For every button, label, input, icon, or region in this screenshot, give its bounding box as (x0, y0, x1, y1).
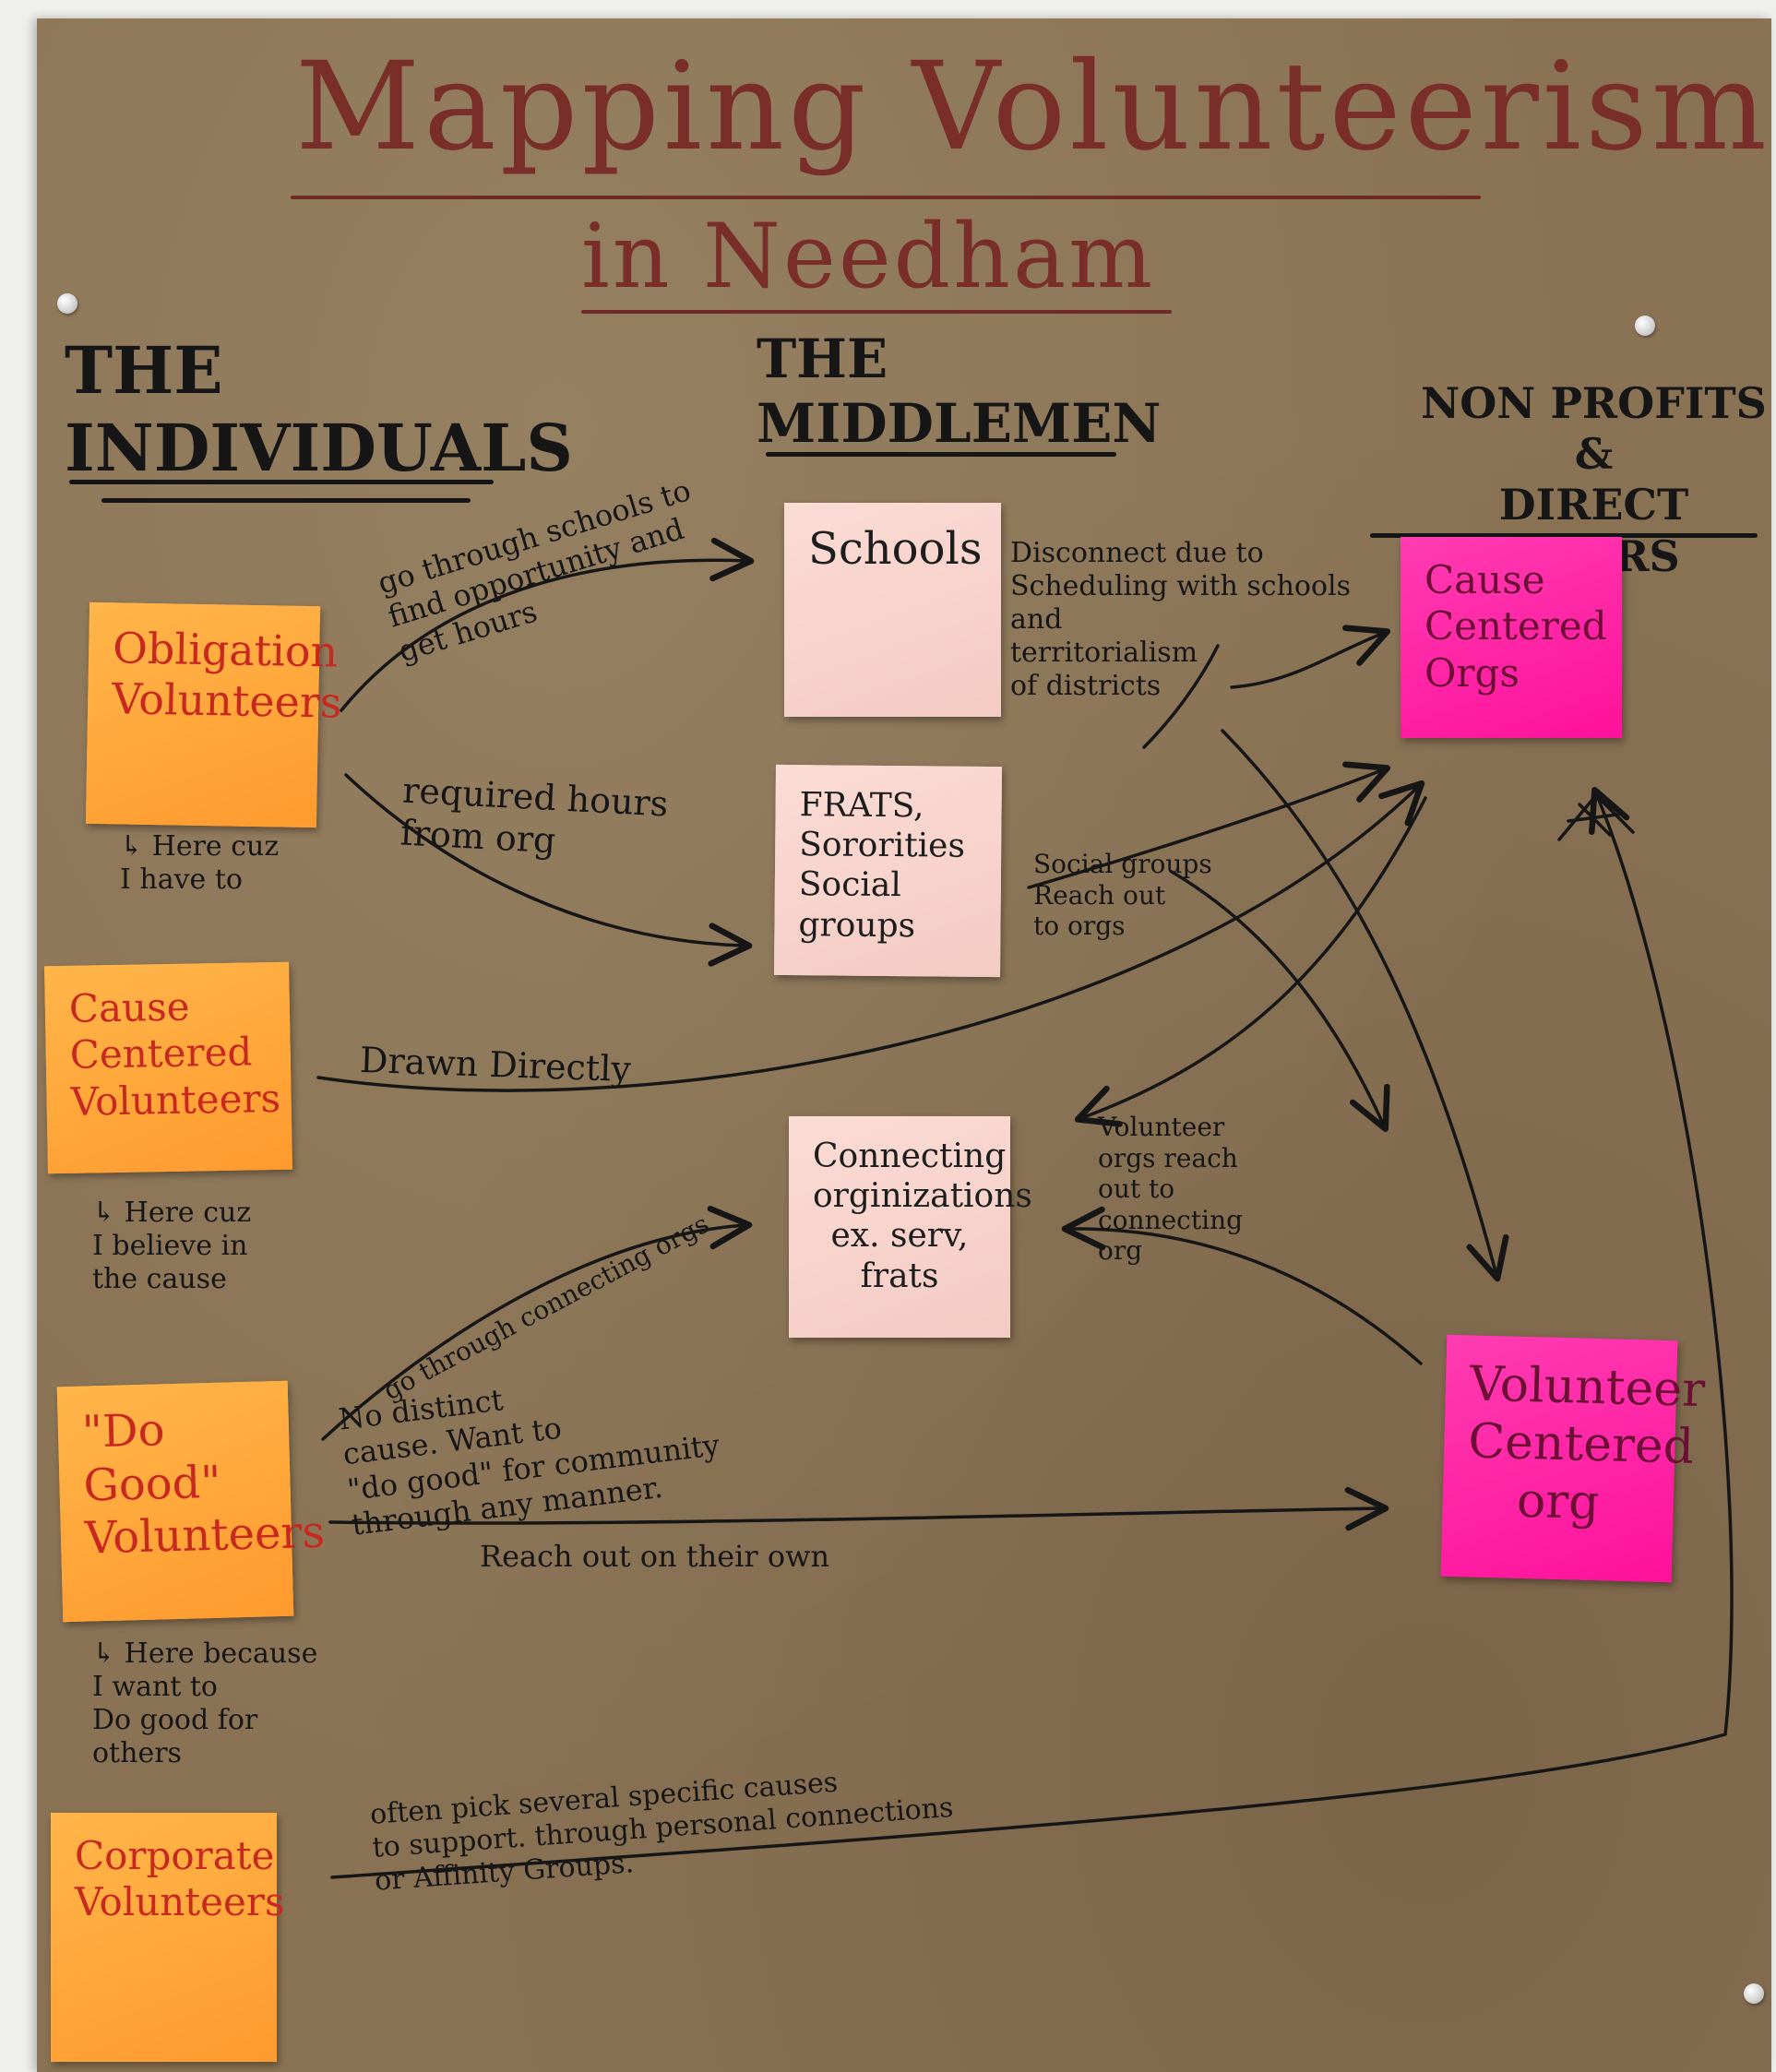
nonprofits-underline (1370, 533, 1758, 538)
poster-paper (37, 18, 1771, 2072)
title-underline-2 (581, 310, 1172, 314)
middlemen-underline (766, 452, 1116, 457)
note-cause-centered-orgs: Cause Centered Orgs (1401, 537, 1622, 738)
arrow-schools-disconnect-to-cause-orgs (1230, 625, 1391, 689)
arrow-schools-to-volunteer-org (1221, 729, 1509, 1282)
column-heading-middlemen: THE MIDDLEMEN (757, 327, 1162, 455)
annotation-obligation-reason: ↳ Here cuz I have to (120, 830, 280, 896)
arrow-obligation-to-frats (344, 773, 753, 967)
arrow-obligation-to-schools (340, 537, 755, 712)
individuals-underline (69, 480, 494, 484)
note-corporate-volunteers: Corporate Volunteers (51, 1813, 285, 2062)
pushpin-top-left (57, 293, 77, 314)
arrow-drawn-directly (316, 780, 1425, 1092)
column-heading-nonprofits: NON PROFITS & DIRECT DOERS (1421, 378, 1767, 581)
scribble-arrowhead-cause-orgs (1557, 792, 1635, 841)
arrow-do-good-reach-out (328, 1486, 1389, 1531)
annotation-disconnect: Disconnect due to Scheduling with school… (1010, 537, 1352, 702)
annotation-do-good-reason: ↳ Here because I want to Do good for oth… (92, 1637, 318, 1769)
slash-disconnect (1142, 644, 1220, 749)
note-connecting-organizations: Connecting orginizations ex. serv, frats (789, 1116, 1032, 1338)
arrow-do-good-to-connecting (321, 1206, 753, 1441)
arrow-social-groups-to-cause-orgs (1027, 761, 1391, 889)
arrow-social-groups-down (1170, 870, 1390, 1132)
pushpin-bottom-right (1744, 1983, 1764, 2004)
poster-title-line-1: Mapping Volunteerism (295, 36, 1770, 178)
note-schools: Schools (784, 503, 1001, 717)
annotation-reach-out-own: Reach out on their own (480, 1539, 830, 1574)
pushpin-top-right (1635, 316, 1655, 336)
poster-title-line-2: in Needham (581, 205, 1156, 308)
annotation-cause-reason: ↳ Here cuz I believe in the cause (92, 1197, 252, 1295)
annotation-social-groups: Social groups Reach out to orgs (1033, 849, 1212, 942)
arrow-volunteer-org-to-connecting (1061, 1206, 1423, 1365)
column-heading-individuals: THE INDIVIDUALS (65, 332, 573, 486)
arrow-corporate-to-cause-orgs (330, 786, 1734, 1879)
arrow-to-connecting-orgs-from-right (1074, 796, 1427, 1127)
individuals-underline-2 (101, 498, 471, 503)
title-underline-1 (291, 196, 1481, 199)
